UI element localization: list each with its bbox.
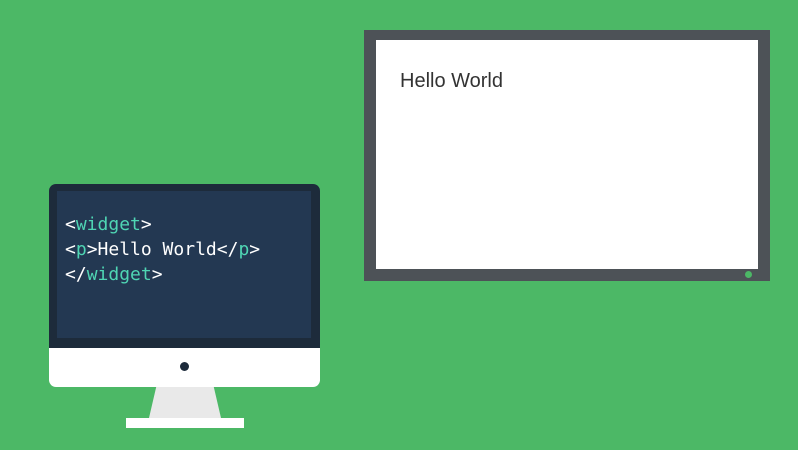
- wall-display: Hello World: [364, 30, 770, 281]
- monitor-chin: [49, 348, 320, 387]
- display-text: Hello World: [400, 70, 503, 92]
- monitor-camera-icon: [180, 362, 189, 371]
- code-line-2: <p>Hello World</p>: [65, 239, 261, 260]
- power-led-icon: [745, 271, 752, 278]
- monitor-base: [126, 418, 244, 428]
- code-line-3: </widget>: [65, 264, 163, 285]
- monitor-stand: [149, 387, 221, 418]
- code-screen: <widget> <p>Hello World</p> </widget>: [57, 191, 311, 338]
- display-screen: Hello World: [376, 40, 758, 269]
- code-line-1: <widget>: [65, 214, 152, 235]
- desktop-monitor: <widget> <p>Hello World</p> </widget>: [49, 184, 320, 348]
